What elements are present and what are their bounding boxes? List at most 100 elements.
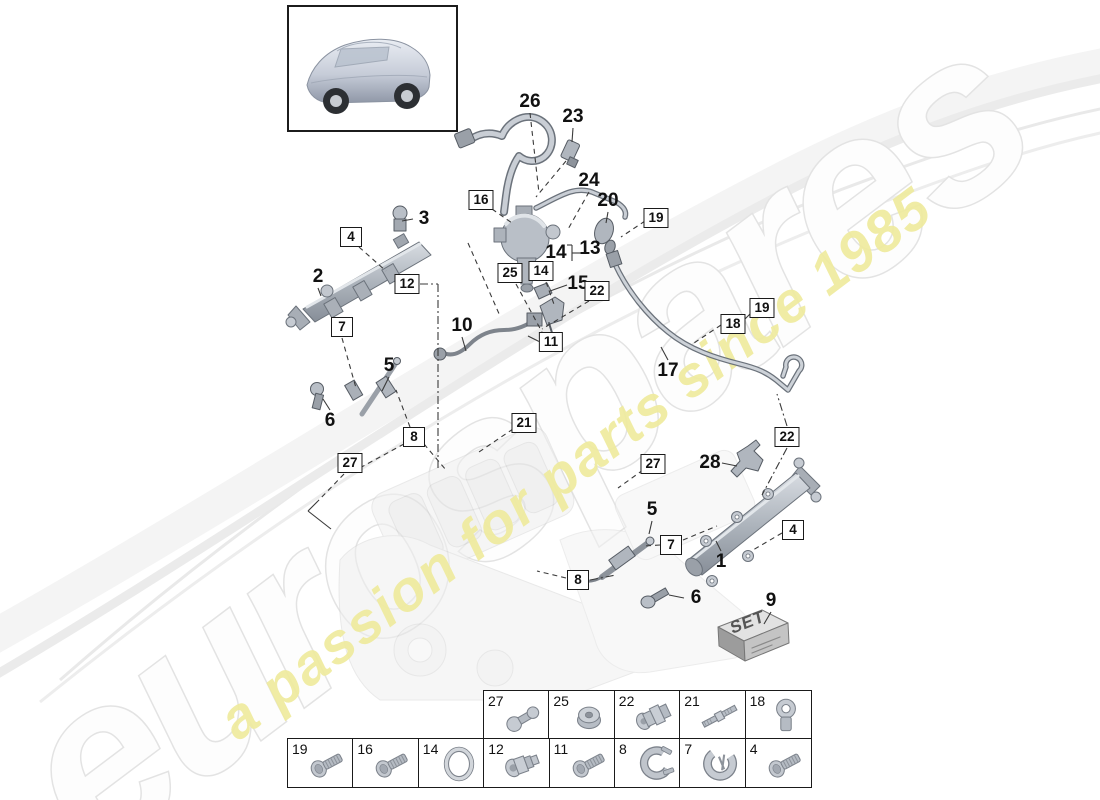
parts-table-number: 16: [357, 741, 373, 757]
parts-table-cell-27[interactable]: 27: [483, 690, 550, 740]
parts-table-number: 12: [488, 741, 504, 757]
leader-line: [423, 443, 447, 471]
callout-boxed-12[interactable]: 12: [394, 274, 420, 294]
leader-line: [589, 574, 617, 581]
leader-line: [620, 220, 646, 238]
parts-table-number: 25: [553, 693, 569, 709]
callout-boxed-25[interactable]: 25: [497, 263, 523, 283]
bolt-right-6: [640, 587, 670, 609]
leader-line: [307, 500, 319, 512]
leader-line: [491, 208, 513, 224]
callout-boxed-16[interactable]: 16: [468, 190, 494, 210]
vehicle-illustration: [306, 38, 431, 114]
parts-table-number: 14: [422, 741, 439, 757]
leader-line: [541, 300, 590, 330]
fuel-rail-left: [285, 233, 432, 331]
parts-table-cell-4[interactable]: 4: [744, 738, 812, 788]
leader-line: [307, 510, 332, 530]
screw-icon: [567, 743, 613, 785]
leader-line: [322, 398, 331, 411]
callout-boxed-21[interactable]: 21: [511, 413, 537, 433]
callout-boxed-8[interactable]: 8: [403, 427, 425, 447]
leader-line: [721, 462, 738, 467]
callout-plain-26[interactable]: 26: [519, 91, 541, 112]
callout-plain-6[interactable]: 6: [324, 410, 336, 431]
callout-plain-9[interactable]: 9: [765, 590, 777, 611]
callout-boxed-14[interactable]: 14: [528, 261, 554, 281]
leader-line: [536, 570, 567, 579]
leader-line: [545, 281, 556, 308]
clip-15: [533, 282, 553, 300]
callout-plain-24[interactable]: 24: [578, 170, 600, 191]
bolt-left-6: [310, 382, 325, 411]
callout-plain-28[interactable]: 28: [699, 452, 721, 473]
callout-plain-5[interactable]: 5: [646, 499, 658, 520]
leader-line: [549, 284, 568, 292]
leader-line: [529, 112, 540, 194]
callout-boxed-27[interactable]: 27: [337, 453, 363, 473]
leader-line: [535, 160, 567, 198]
callout-boxed-4[interactable]: 4: [340, 227, 362, 247]
parts-table-number: 4: [749, 741, 758, 757]
leader-line: [605, 211, 609, 224]
screw-icon: [305, 743, 351, 785]
set-box: SET: [717, 606, 790, 662]
nut-icon: [566, 695, 612, 737]
leader-line: [763, 611, 772, 625]
parts-table-cell-16[interactable]: 16: [352, 738, 420, 788]
parts-table-cell-19[interactable]: 19: [287, 738, 354, 788]
ball-stud-icon: [501, 695, 547, 737]
connector-23: [560, 139, 580, 169]
leader-line: [317, 287, 322, 297]
callout-plain-3[interactable]: 3: [418, 208, 430, 229]
callout-plain-14[interactable]: 14: [545, 242, 567, 263]
parts-table-cell-7[interactable]: 7: [679, 738, 747, 788]
parts-table-cell-12[interactable]: 12: [483, 738, 551, 788]
callout-boxed-4[interactable]: 4: [782, 520, 804, 540]
parts-table-cell-8[interactable]: 8: [614, 738, 681, 788]
union-icon: [501, 743, 547, 785]
callout-plain-1[interactable]: 1: [715, 551, 727, 572]
parts-table-cell-22[interactable]: 22: [613, 690, 681, 740]
parts-table-cell-18[interactable]: 18: [744, 690, 812, 740]
callout-boxed-22[interactable]: 22: [774, 427, 800, 447]
callout-plain-2[interactable]: 2: [312, 266, 324, 287]
pressure-sensor-3: [392, 205, 408, 232]
screw-icon: [763, 743, 809, 785]
leader-line: [660, 346, 669, 361]
callout-plain-15[interactable]: 15: [567, 273, 589, 294]
callout-boxed-19[interactable]: 19: [643, 208, 669, 228]
o-ring-icon: [436, 743, 482, 785]
callout-plain-5[interactable]: 5: [383, 355, 395, 376]
leader-line: [401, 218, 414, 222]
parts-table-cell-11[interactable]: 11: [548, 738, 616, 788]
parts-table-cell-25[interactable]: 25: [548, 690, 616, 740]
parts-table-number: 27: [488, 693, 504, 709]
callout-boxed-8[interactable]: 8: [567, 570, 589, 590]
parts-table-number: 7: [684, 741, 693, 757]
callout-plain-6[interactable]: 6: [690, 587, 702, 608]
fuel-pipe-24: [533, 187, 629, 220]
parts-table-cell-14[interactable]: 14: [417, 738, 485, 788]
callout-plain-23[interactable]: 23: [562, 106, 584, 127]
callout-plain-13[interactable]: 13: [579, 238, 601, 259]
callout-boxed-18[interactable]: 18: [720, 314, 746, 334]
callout-boxed-11[interactable]: 11: [538, 332, 564, 352]
callout-plain-20[interactable]: 20: [597, 190, 619, 211]
parts-table-number: 11: [553, 741, 569, 757]
parts-table-cell-21[interactable]: 21: [679, 690, 747, 740]
parts-table-number: 21: [684, 693, 700, 709]
background-swoosh: [0, 48, 1100, 704]
valve-20: [594, 217, 616, 255]
injector-left-7: [344, 379, 364, 401]
callout-boxed-19[interactable]: 19: [749, 298, 775, 318]
callout-boxed-7[interactable]: 7: [331, 317, 353, 337]
callout-boxed-22[interactable]: 22: [584, 281, 610, 301]
callout-plain-10[interactable]: 10: [451, 315, 473, 336]
union-icon: [632, 695, 678, 737]
callout-boxed-27[interactable]: 27: [640, 454, 666, 474]
leader-line: [467, 242, 501, 317]
callout-boxed-7[interactable]: 7: [660, 535, 682, 555]
callout-plain-17[interactable]: 17: [657, 360, 679, 381]
